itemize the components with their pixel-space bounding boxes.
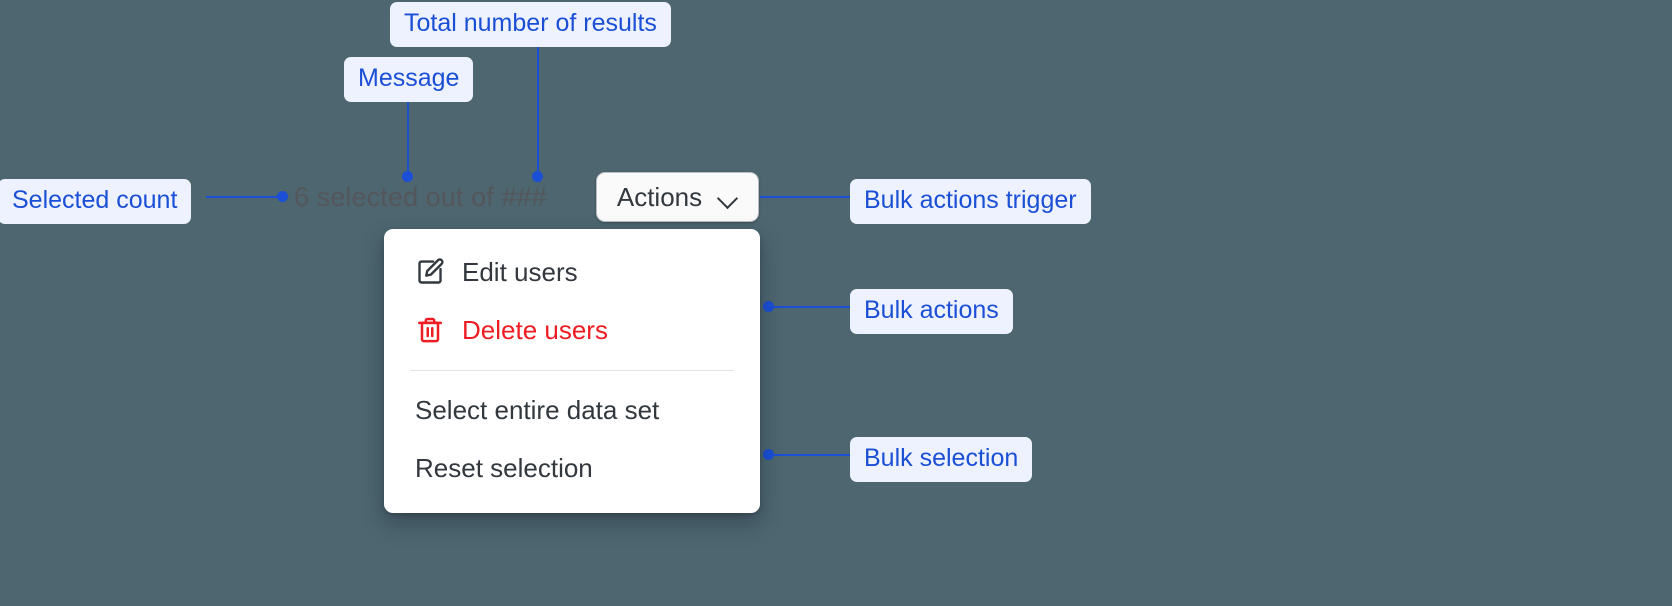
annotation-message: Message [344, 57, 474, 102]
menu-item-label: Delete users [462, 315, 608, 345]
annotation-bulk-actions-trigger: Bulk actions trigger [850, 179, 1091, 224]
menu-item-label: Select entire data set [415, 395, 660, 425]
connector-total-results [537, 40, 539, 178]
menu-item-label: Edit users [462, 257, 578, 287]
trash-icon [415, 315, 445, 345]
annotation-total-number-of-results: Total number of results [390, 2, 671, 47]
bulk-actions-menu: Edit users Delete users Select entire da… [384, 229, 760, 513]
connector-dot-bulk-actions [763, 301, 774, 312]
menu-divider [410, 370, 734, 371]
bulk-actions-trigger-label: Actions [616, 182, 703, 212]
connector-message [407, 96, 409, 178]
connector-bulk-selection [768, 454, 854, 456]
connector-bulk-actions [768, 306, 854, 308]
annotation-selected-count: Selected count [0, 179, 192, 224]
connector-dot-total-results [532, 171, 543, 182]
pencil-icon [415, 257, 445, 287]
connector-bulk-actions-trigger [760, 196, 852, 198]
annotation-bulk-actions: Bulk actions [850, 289, 1013, 334]
connector-dot-selected-count [277, 191, 288, 202]
menu-item-label: Reset selection [415, 453, 593, 483]
annotation-bulk-selection: Bulk selection [850, 437, 1033, 482]
connector-dot-bulk-selection [763, 449, 774, 460]
bulk-actions-trigger-button[interactable]: Actions [596, 172, 759, 222]
menu-item-edit-users[interactable]: Edit users [384, 243, 760, 301]
selected-count-message: 6 selected out of ### [294, 182, 547, 212]
connector-selected-count [206, 196, 288, 198]
menu-item-select-entire-data-set[interactable]: Select entire data set [384, 381, 760, 439]
connector-dot-message [402, 171, 413, 182]
chevron-down-icon [718, 191, 738, 203]
menu-item-delete-users[interactable]: Delete users [384, 301, 760, 359]
menu-item-reset-selection[interactable]: Reset selection [384, 439, 760, 497]
